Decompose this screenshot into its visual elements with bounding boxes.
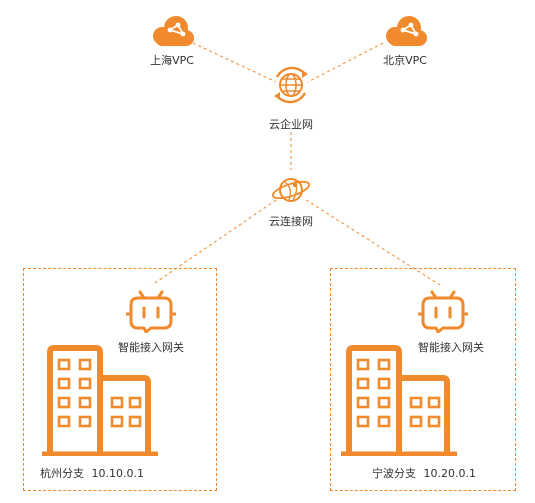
- branch-hangzhou-group: [23, 268, 217, 491]
- beijing-vpc-label: 北京VPC: [383, 54, 427, 67]
- office-building-icon: [42, 345, 158, 456]
- link-sag-hangzhou: [151, 199, 277, 286]
- cen-label: 云企业网: [269, 118, 313, 131]
- cloud-icon: [153, 16, 194, 46]
- branch-ningbo-gateway-label: 智能接入网关: [418, 341, 484, 354]
- link-beijing-cen: [307, 42, 384, 83]
- branch-name: 杭州分支: [40, 467, 84, 480]
- branch-name: 宁波分支: [372, 467, 416, 480]
- branch-cidr: 10.10.0.1: [91, 467, 144, 480]
- branch-ningbo-group: [330, 268, 516, 491]
- branch-hangzhou-caption: 杭州分支 10.10.0.1: [40, 467, 144, 481]
- office-building-icon: [341, 345, 457, 456]
- shanghai-vpc-label: 上海VPC: [150, 54, 194, 67]
- smart-access-gateway-icon: [418, 290, 468, 333]
- link-shanghai-cen: [192, 42, 277, 83]
- smart-access-gateway-icon: [126, 290, 176, 333]
- branch-hangzhou-gateway-label: 智能接入网关: [118, 341, 184, 354]
- sag-cloud-label: 云连接网: [269, 215, 313, 228]
- globe-icon: [274, 66, 308, 104]
- orbit-globe-icon: [271, 178, 311, 202]
- link-sag-ningbo: [305, 199, 441, 286]
- branch-ningbo-caption: 宁波分支 10.20.0.1: [372, 467, 476, 481]
- cloud-icon: [386, 16, 427, 46]
- branch-cidr: 10.20.0.1: [423, 467, 476, 480]
